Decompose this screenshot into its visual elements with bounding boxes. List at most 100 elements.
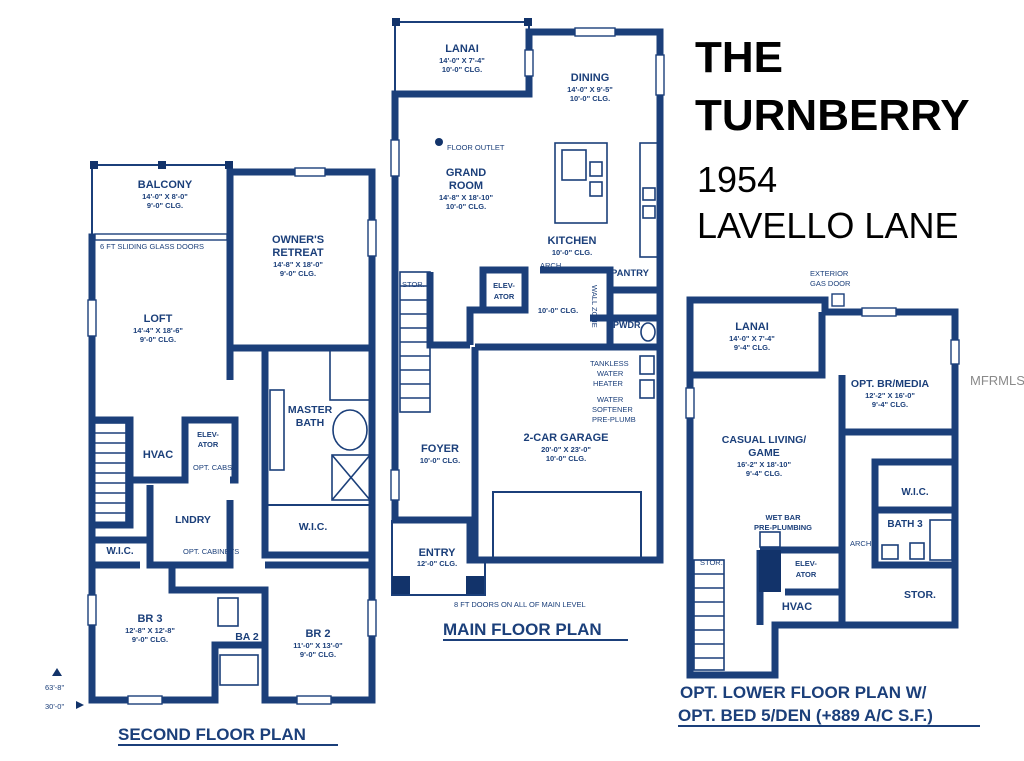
loft-label: LOFT [144,313,173,325]
loft-ceiling: 9'-0" CLG. [140,335,176,344]
br3-size: 12'-8" X 12'-8" [125,626,175,635]
width-dimension: 30'-0" [45,702,64,711]
lower-floor-caption-1: OPT. LOWER FLOOR PLAN W/ [680,683,927,702]
second-floor-caption: SECOND FLOOR PLAN [118,725,306,744]
casual-living-size: 16'-2" X 18'-10" [737,460,791,469]
garage-ceiling: 10'-0" CLG. [546,454,586,463]
hvac-label: HVAC [143,449,173,461]
wic-label: W.I.C. [106,546,133,557]
opt-cabinets-note: OPT. CABINETS [183,547,239,556]
elevator-label-1: ELEV- [197,430,219,439]
lower-floor-caption-2: OPT. BED 5/DEN (+889 A/C S.F.) [678,706,933,725]
lower-stor-left: STOR. [700,558,723,567]
lower-floor-plan: EXTERIOR GAS DOOR LANAI 14'-0" X 7'-4" 9… [678,269,980,727]
dining-size: 14'-0" X 9'-5" [567,85,613,94]
hall-ceiling: 10'-0" CLG. [538,306,578,315]
title-line-2: TURNBERRY [695,91,970,140]
lower-arch-note: ARCH [850,539,871,548]
main-elevator-label-1: ELEV- [493,281,515,290]
powder-room-label: PWDR. [613,320,643,330]
balcony-label: BALCONY [138,179,193,191]
doors-note: 8 FT DOORS ON ALL OF MAIN LEVEL [454,600,586,609]
opt-cabs-note: OPT. CABS [193,463,232,472]
depth-arrow-icon [52,668,62,676]
br2-size: 11'-0" X 13'-0" [293,641,343,650]
address-line-2: LAVELLO LANE [697,205,958,246]
foyer-ceiling: 10'-0" CLG. [420,456,460,465]
kitchen-label: KITCHEN [548,235,597,247]
floor-outlet-icon [435,138,443,146]
second-floor-exterior-walls [88,168,376,704]
elevator-label-2: ATOR [198,440,219,449]
balcony-ceiling: 9'-0" CLG. [147,201,183,210]
casual-living-label-1: CASUAL LIVING/ [722,434,806,446]
title-line-1: THE [695,33,783,82]
grand-room-label-2: ROOM [449,180,483,192]
laundry-label: LNDRY [175,514,211,526]
width-arrow-icon [76,701,84,709]
grand-room-label-1: GRAND [446,167,486,179]
garage-size: 20'-0" X 23'-0" [541,445,591,454]
lower-elevator-label-2: ATOR [796,570,817,579]
softener-line-1: WATER [597,395,624,404]
lower-lanai-ceiling: 9'-4" CLG. [734,343,770,352]
br2-label: BR 2 [305,628,330,640]
master-bath-label-2: BATH [296,417,324,429]
second-floor-plan: 6 FT SLIDING GLASS DOORS BALCONY 14'-0" … [45,161,377,746]
wall-zone-note: WALL ZONE [590,285,599,328]
ba2-label: BA 2 [235,631,259,643]
softener-line-2: SOFTENER [592,405,633,414]
tankless-line-3: HEATER [593,379,623,388]
main-floor-caption: MAIN FLOOR PLAN [443,620,602,639]
tankless-line-1: TANKLESS [590,359,629,368]
garage-label: 2-CAR GARAGE [524,432,609,444]
lower-lanai-label: LANAI [735,321,769,333]
balcony-size: 14'-0" X 8'-0" [142,192,188,201]
lanai-label: LANAI [445,43,479,55]
tankless-line-2: WATER [597,369,624,378]
lanai-size: 14'-0" X 7'-4" [439,56,485,65]
casual-living-ceiling: 9'-4" CLG. [746,469,782,478]
softener-line-3: PRE-PLUMB [592,415,636,424]
master-wic-label: W.I.C. [299,521,328,533]
br-media-size: 12'-2" X 16'-0" [865,391,915,400]
title-block: THE TURNBERRY 1954 LAVELLO LANE [695,33,970,246]
br3-label: BR 3 [137,613,162,625]
pantry-label: PANTRY [611,268,650,279]
grand-room-ceiling: 10'-0" CLG. [446,202,486,211]
stor-label: STOR. [402,280,425,289]
wet-bar-line-1: WET BAR [766,513,802,522]
entry-label: ENTRY [419,547,457,559]
br3-ceiling: 9'-0" CLG. [132,635,168,644]
sliding-doors-note: 6 FT SLIDING GLASS DOORS [100,242,204,251]
owners-retreat-ceiling: 9'-0" CLG. [280,269,316,278]
wet-bar-line-2: PRE-PLUMBING [754,523,812,532]
floor-outlet-note: FLOOR OUTLET [447,143,505,152]
br-media-ceiling: 9'-4" CLG. [872,400,908,409]
depth-dimension: 63'-8" [45,683,64,692]
entry-ceiling: 12'-0" CLG. [417,559,457,568]
dining-ceiling: 10'-0" CLG. [570,94,610,103]
br-media-label: OPT. BR/MEDIA [851,378,930,390]
master-bath-label-1: MASTER [288,404,333,416]
watermark: MFRMLS [970,373,1024,388]
owners-retreat-size: 14'-8" X 18'-0" [273,260,323,269]
gas-door-label-2: GAS DOOR [810,279,851,288]
arch-note-foyer: ARCH [440,341,461,350]
lanai-ceiling: 10'-0" CLG. [442,65,482,74]
owners-retreat-label-1: OWNER'S [272,234,324,246]
br2-ceiling: 9'-0" CLG. [300,650,336,659]
bath3-label: BATH 3 [887,519,923,530]
kitchen-ceiling: 10'-0" CLG. [552,248,592,257]
dining-label: DINING [571,72,610,84]
address-line-1: 1954 [697,159,777,200]
main-elevator-label-2: ATOR [494,292,515,301]
main-floor-plan: LANAI 14'-0" X 7'-4" 10'-0" CLG. DINING … [390,18,665,641]
lower-floor-exterior-walls [686,296,959,679]
gas-door-label-1: EXTERIOR [810,269,849,278]
owners-retreat-label-2: RETREAT [272,247,323,259]
lower-elevator-label-1: ELEV- [795,559,817,568]
casual-living-label-2: GAME [748,447,780,459]
lower-hvac-label: HVAC [782,601,812,613]
